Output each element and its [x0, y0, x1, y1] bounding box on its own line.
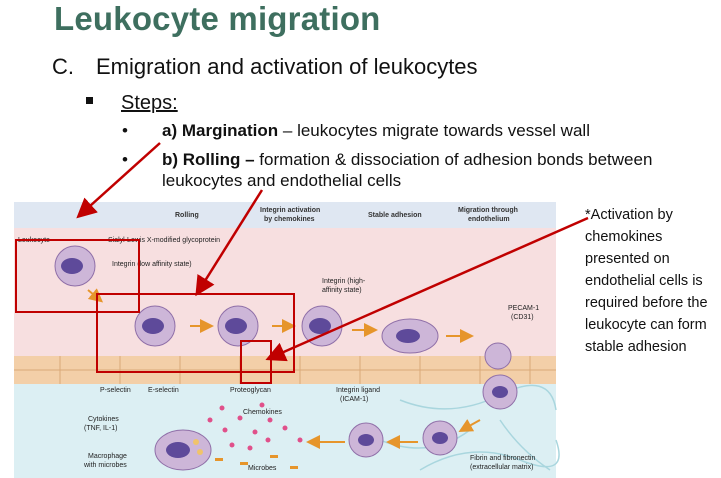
- label-microbes: Microbes: [248, 465, 277, 472]
- header-rolling: Rolling: [175, 212, 199, 219]
- bullet-dot-icon: •: [122, 150, 128, 169]
- page-title: Leukocyte migration: [54, 0, 381, 37]
- bullet-bold: b) Rolling –: [162, 150, 255, 169]
- label-chemokines: Chemokines: [243, 409, 282, 416]
- label-e-selectin: E-selectin: [148, 387, 179, 394]
- label-macrophage-1: Macrophage: [88, 453, 127, 460]
- leukocyte-cell: [217, 305, 259, 347]
- margination-highlight-box: [15, 239, 140, 313]
- chemokine-highlight-box: [240, 340, 272, 384]
- section-heading-text: Emigration and activation of leukocytes: [96, 54, 478, 79]
- chemokine-dots: [207, 402, 303, 451]
- label-integrin-high-1: Integrin (high-: [322, 278, 366, 285]
- label-integrin-ligand-2: (ICAM-1): [340, 396, 368, 403]
- bullet-dot-icon: •: [122, 121, 128, 140]
- label-integrin-high-2: affinity state): [322, 287, 362, 294]
- leukocyte-cell: [134, 305, 176, 347]
- label-proteoglycan: Proteoglycan: [230, 387, 271, 394]
- bullet-rolling: • b) Rolling – formation & dissociation o…: [122, 149, 712, 191]
- label-macrophage-2: with microbes: [83, 462, 127, 469]
- leukocyte-cell: [381, 318, 439, 354]
- label-sialyl: Sialyl-Lewis X-modified glycoprotein: [108, 237, 220, 244]
- label-fibrin-2: (extracellular matrix): [470, 464, 533, 471]
- leukocyte-cell: [301, 305, 343, 347]
- bullet-text-continued: leukocytes and endothelial cells: [162, 171, 402, 190]
- leukocyte-cell: [54, 245, 96, 287]
- label-pecam-1: PECAM-1: [508, 305, 539, 312]
- header-endothelium: endothelium: [468, 216, 510, 223]
- header-migration: Migration through: [458, 207, 518, 214]
- vessel-lumen: [14, 228, 556, 356]
- side-note: *Activation by chemokines presented on e…: [585, 207, 708, 355]
- leukocyte-cell: [348, 422, 384, 458]
- section-marker: C.: [52, 54, 74, 79]
- header-by-chemokines: by chemokines: [264, 216, 315, 223]
- leukocyte-cell: [482, 342, 518, 410]
- header-integrin-activation: Integrin activation: [260, 207, 320, 214]
- label-fibrin-1: Fibrin and fibronectin: [470, 455, 535, 462]
- label-integrin-ligand-1: Integrin ligand: [336, 387, 380, 394]
- label-cytokines-1: Cytokines: [88, 416, 119, 423]
- label-integrin-low: Integrin (low affinity state): [112, 261, 192, 268]
- macrophage-cell: [154, 429, 212, 471]
- leukocyte-cell: [422, 420, 458, 456]
- activation-arrow: [265, 216, 589, 362]
- section-heading: C. Emigration and activation of leukocyte…: [52, 54, 478, 80]
- bullet-text: formation & dissociation of adhesion bon…: [254, 150, 653, 169]
- bullet-margination: • a) Margination – leukocytes migrate tow…: [122, 121, 590, 141]
- label-p-selectin: P-selectin: [100, 387, 131, 394]
- steps-heading: Steps:: [86, 92, 178, 115]
- microbe-rods: [215, 455, 298, 469]
- square-bullet-icon: [86, 97, 93, 105]
- figure-header-band: [14, 202, 556, 228]
- rolling-arrow: [195, 189, 264, 297]
- bullet-text: – leukocytes migrate towards vessel wall: [278, 121, 590, 140]
- label-cytokines-2: (TNF, IL-1): [84, 425, 117, 432]
- bullet-bold: a) Margination: [162, 121, 279, 140]
- label-pecam-2: (CD31): [511, 314, 534, 321]
- steps-label: Steps:: [121, 92, 178, 114]
- margination-arrow: [76, 142, 161, 219]
- header-stable-adhesion: Stable adhesion: [368, 212, 422, 219]
